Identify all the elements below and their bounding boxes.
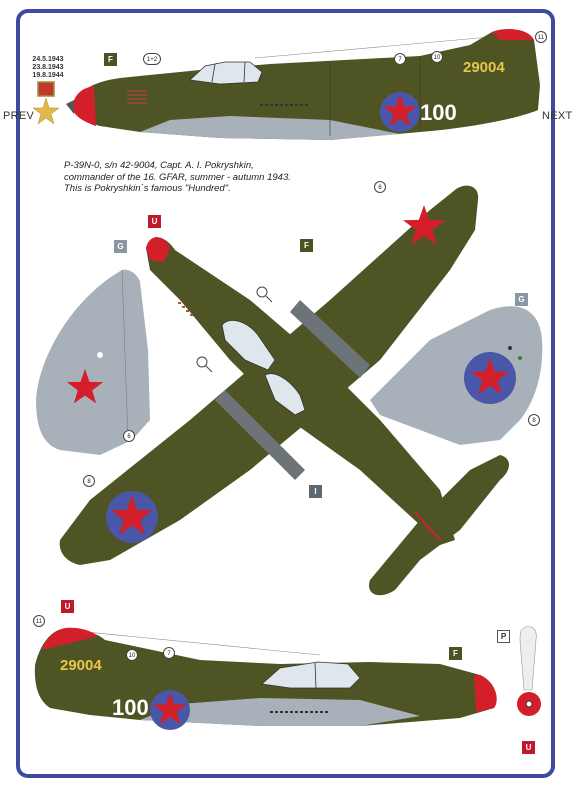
callout-6-top: 6 xyxy=(374,181,386,193)
callout-11-bottom: 11 xyxy=(33,615,45,627)
callout-10-top: 10 xyxy=(431,51,443,63)
callout-p-prop: P xyxy=(497,630,510,643)
callout-6-left: 6 xyxy=(123,430,135,442)
aircraft-caption: P-39N-0, s/n 42-9004, Capt. A. I. Pokrys… xyxy=(64,160,291,194)
callout-10-bottom: 10 xyxy=(126,649,138,661)
callout-11-top: 11 xyxy=(535,31,547,43)
svg-text:29004: 29004 xyxy=(463,59,505,76)
callout-1plus2: 1+2 xyxy=(143,53,161,65)
propeller-icon xyxy=(517,626,541,716)
callout-i-plan: I xyxy=(309,485,322,498)
callout-7-top: 7 xyxy=(394,53,406,65)
side-view-top: 100 29004 xyxy=(66,29,540,140)
callout-f-top: F xyxy=(104,53,117,66)
underside-wing-left xyxy=(36,269,150,455)
side-view-bottom: 100 29004 xyxy=(34,627,497,730)
medal-icon xyxy=(32,81,60,125)
callout-u-prop: U xyxy=(522,741,535,754)
callout-g-left: G xyxy=(114,240,127,253)
callout-u-plan: U xyxy=(148,215,161,228)
prev-button[interactable]: PREV xyxy=(3,110,35,122)
callout-g-right: G xyxy=(515,293,528,306)
callout-u-bottom: U xyxy=(61,600,74,613)
svg-text:100: 100 xyxy=(112,695,149,720)
callout-7-bottom: 7 xyxy=(163,647,175,659)
underside-wing-right xyxy=(370,306,543,445)
callout-f-bottom: F xyxy=(449,647,462,660)
svg-text:100: 100 xyxy=(420,100,457,125)
next-button[interactable]: NEXT xyxy=(542,110,573,122)
page-frame xyxy=(16,9,555,778)
plan-view xyxy=(59,185,509,596)
svg-text:29004: 29004 xyxy=(60,657,102,674)
callout-f-plan: F xyxy=(300,239,313,252)
callout-8-right: 8 xyxy=(528,414,540,426)
callout-8-left: 8 xyxy=(83,475,95,487)
award-dates: 24.5.1943 23.8.1943 19.8.1944 xyxy=(32,56,64,79)
